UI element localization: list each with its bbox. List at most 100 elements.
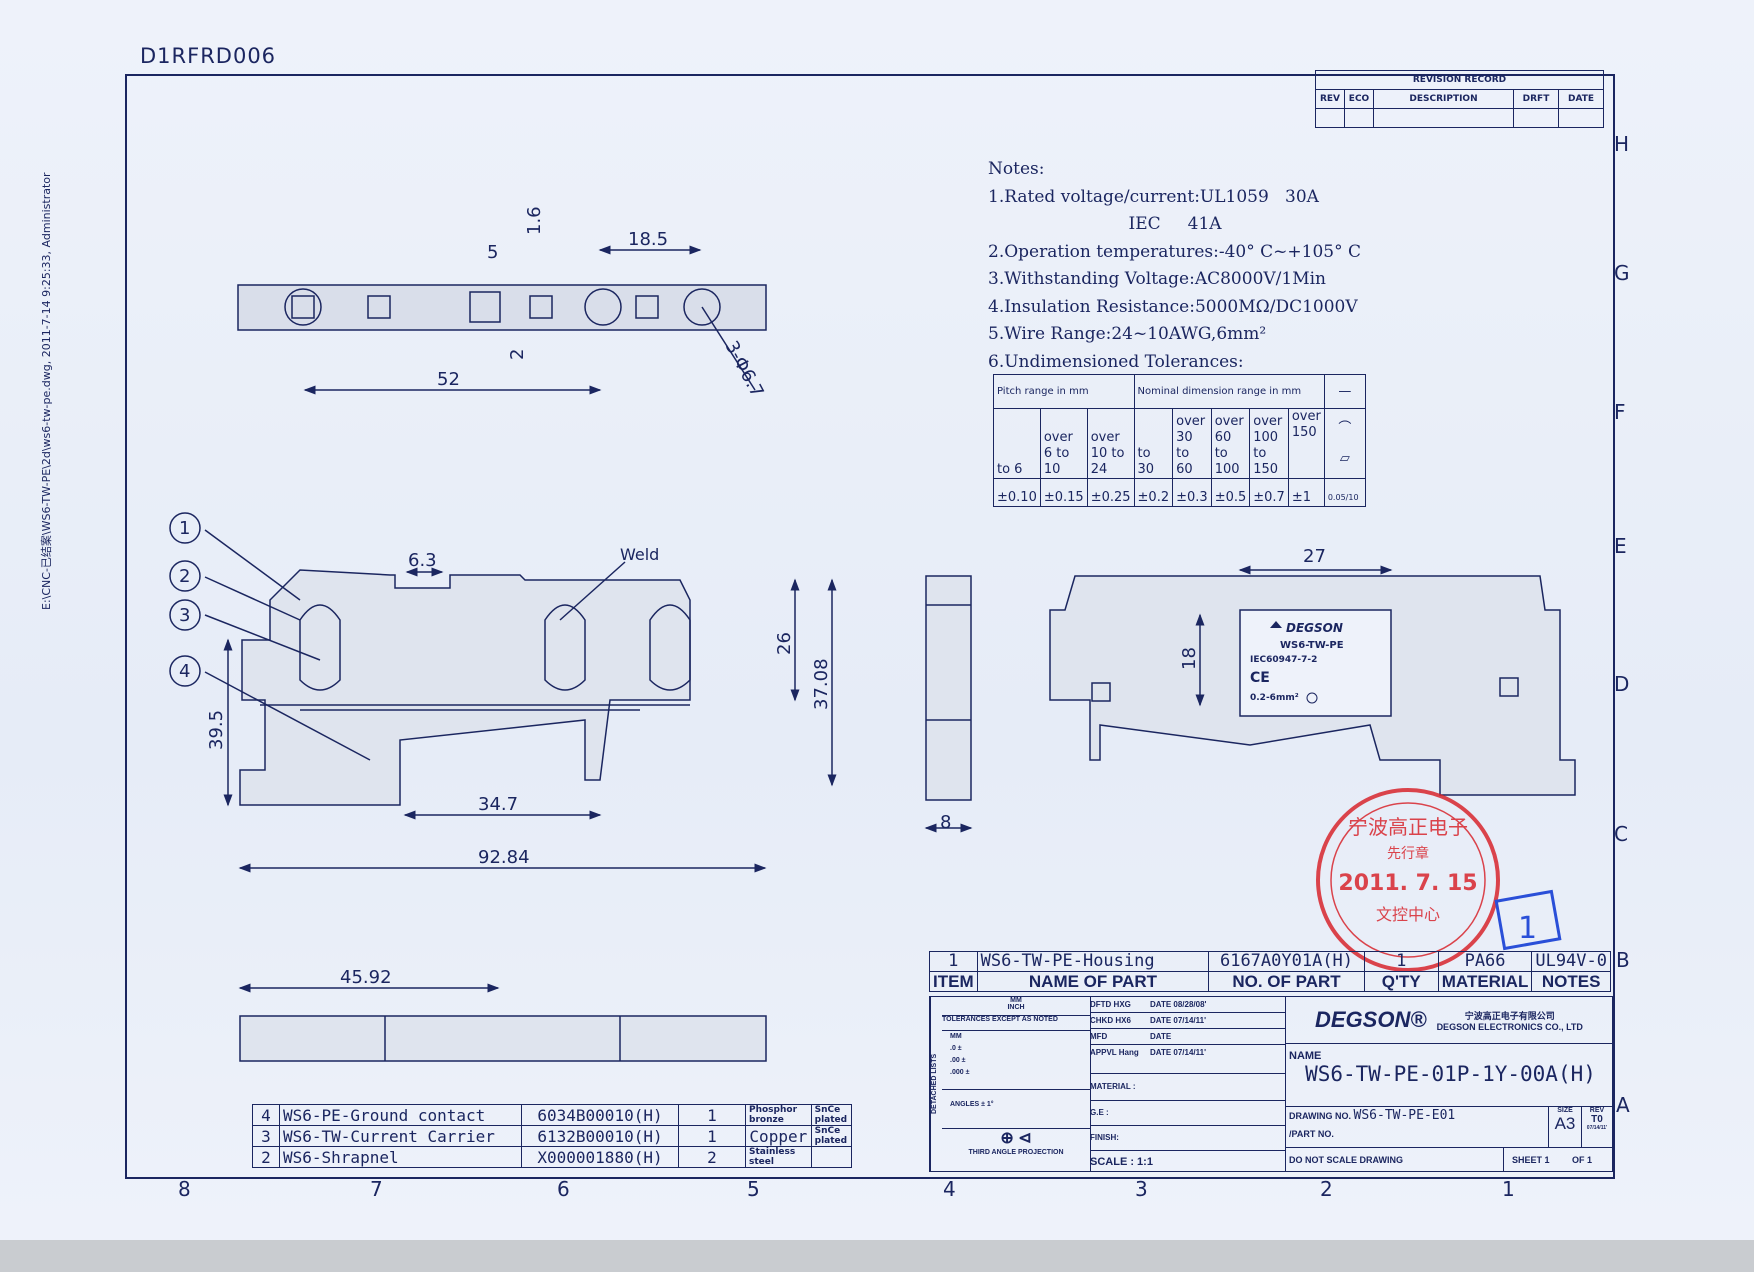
company-stamp: 宁波高正电子 先行章 2011. 7. 15 文控中心 (1316, 788, 1500, 972)
header-notes: NOTES (1531, 971, 1611, 992)
zone-col: 8 (178, 1177, 191, 1201)
scanner-edge (0, 1240, 1754, 1272)
scale-field: SCALE : 1:1 (1090, 1156, 1153, 1168)
drawing-no-value: WS6-TW-PE-E01 (1353, 1108, 1456, 1123)
zone-row: A (1616, 1093, 1630, 1117)
drawing-border (125, 74, 1615, 1179)
dim-label: 5 (487, 242, 498, 263)
ce-mark: CE (1250, 670, 1270, 686)
qty-cell: 1 (678, 1104, 746, 1126)
qty-cell: 1 (678, 1125, 746, 1147)
ge-field: G.E : (1090, 1101, 1285, 1126)
projection-label: THIRD ANGLE PROJECTION (968, 1149, 1064, 1156)
tol-row: MM (950, 1033, 962, 1040)
units-sub-label: INCH (1007, 1004, 1025, 1011)
notes-cell (810, 1146, 853, 1168)
rev-label: REV (1589, 1107, 1605, 1114)
zone-col: 2 (1320, 1177, 1333, 1201)
degson-logo: DEGSON® (1315, 1007, 1427, 1032)
arc-symbol: ⌒ (1338, 420, 1352, 436)
drawing-no-label: DRAWING NO. (1289, 1111, 1351, 1121)
angles-label: ANGLES ± 1° (942, 1090, 1090, 1129)
part-no-cell: 6167A0Y01A(H) (1208, 951, 1365, 972)
name-cell: WS6-TW-Current Carrier (279, 1125, 522, 1147)
ground-icon (1306, 692, 1318, 704)
tolerances-label: TOLERANCES EXCEPT AS NOTED (942, 1016, 1090, 1031)
sheet-number: SHEET 1 (1503, 1148, 1572, 1172)
zone-row: E (1614, 534, 1627, 558)
part-no-cell: 6132B00010(H) (521, 1125, 679, 1147)
zone-col: 3 (1135, 1177, 1148, 1201)
header-name: NAME OF PART (976, 971, 1210, 992)
dim-label: 3-Φ6.7 (721, 337, 768, 400)
tolerance-value: ±0.10 (993, 478, 1041, 507)
part-name-value: WS6-TW-PE-01P-1Y-00A(H) (1305, 1062, 1596, 1086)
stamp-date: 2011. 7. 15 (1338, 871, 1477, 896)
company-name-en: DEGSON ELECTRONICS CO., LTD (1436, 1021, 1583, 1032)
name-cell: WS6-TW-PE-Housing (976, 951, 1210, 972)
mfd-date: DATE (1150, 1032, 1172, 1041)
label-brand: DEGSON (1286, 621, 1343, 635)
dim-label: 37.08 (811, 658, 832, 710)
finish-field: FINISH: (1090, 1126, 1285, 1151)
range-cell: over 100 to 150 (1249, 408, 1289, 479)
zone-col: 6 (557, 1177, 570, 1201)
balloon-1: 1 (179, 518, 190, 539)
material-cell: Phosphor bronze (745, 1104, 812, 1126)
name-cell: WS6-Shrapnel (279, 1146, 522, 1168)
flatness-symbol: ▱ (1339, 450, 1350, 466)
bottom-view (238, 983, 767, 1062)
front-view (169, 512, 837, 873)
tolerance-value: ±0.2 (1133, 478, 1174, 507)
item-cell: 4 (252, 1104, 280, 1126)
nominal-header: Nominal dimension range in mm (1133, 374, 1325, 409)
tolerance-value: ±0.15 (1039, 478, 1088, 507)
balloon-3: 3 (179, 605, 190, 626)
dim-label: 18.5 (628, 229, 668, 250)
label-wire: 0.2-6mm² (1250, 693, 1299, 703)
dim-label: 26 (774, 632, 795, 655)
projection-icon: ⊕ ⊲ (1000, 1130, 1032, 1147)
rev-date: 07/14/11' (1586, 1125, 1608, 1131)
dim-label: 92.84 (478, 847, 530, 868)
tol-row: .000 ± (950, 1069, 970, 1076)
table-row: 1 WS6-TW-PE-Housing 6167A0Y01A(H) 1 PA66… (929, 951, 1611, 972)
dim-label: 52 (437, 369, 460, 390)
notes-cell: UL94V-0 (1531, 951, 1611, 972)
dim-label: 8 (940, 812, 951, 833)
degson-logo-icon (1270, 621, 1282, 628)
note-line: 1.Rated voltage/current:UL1059 30A (988, 186, 1319, 207)
zone-row: D (1614, 672, 1630, 696)
tolerance-value: ±0.7 (1249, 478, 1289, 507)
name-cell: WS6-PE-Ground contact (279, 1104, 522, 1126)
top-view (237, 245, 767, 395)
revision-box: 1 (1494, 889, 1562, 951)
dim-label: 18 (1179, 647, 1200, 670)
product-label: DEGSON WS6-TW-PE IEC60947-7-2 CE 0.2-6mm… (1250, 621, 1344, 704)
do-not-scale-note: DO NOT SCALE DRAWING (1289, 1155, 1403, 1165)
dim-label: 1.6 (524, 206, 545, 235)
revision-box-number: 1 (1518, 911, 1537, 946)
dim-label: 34.7 (478, 794, 518, 815)
bom-table: 1 WS6-TW-PE-Housing 6167A0Y01A(H) 1 PA66… (929, 951, 1611, 992)
table-row: 4 WS6-PE-Ground contact 6034B00010(H) 1 … (252, 1104, 853, 1126)
zone-row: G (1614, 261, 1630, 285)
side-view (924, 575, 973, 833)
notes-cell: SnCe plated (810, 1125, 853, 1147)
tolerance-value: 0.05/10 (1323, 478, 1366, 507)
checked-by: CHKD HX6 (1090, 1016, 1131, 1025)
material-cell: Copper (745, 1125, 812, 1147)
note-line: 5.Wire Range:24~10AWG,6mm² (988, 324, 1267, 344)
stamp-text-bottom: 文控中心 (1376, 905, 1440, 924)
range-cell: over 60 to 100 (1210, 408, 1251, 479)
approved-by: APPVL Hang (1090, 1048, 1139, 1057)
zone-col: 1 (1502, 1177, 1515, 1201)
tol-row: .0 ± (950, 1045, 962, 1052)
straightness-symbol: — (1323, 374, 1366, 409)
tolerance-value: ±0.25 (1086, 478, 1135, 507)
range-cell: over 150 (1287, 408, 1325, 479)
label-model: WS6-TW-PE (1280, 640, 1344, 651)
dim-label: 27 (1303, 546, 1326, 567)
part-no-cell: X000001880(H) (521, 1146, 679, 1168)
header-material: MATERIAL (1437, 971, 1533, 992)
